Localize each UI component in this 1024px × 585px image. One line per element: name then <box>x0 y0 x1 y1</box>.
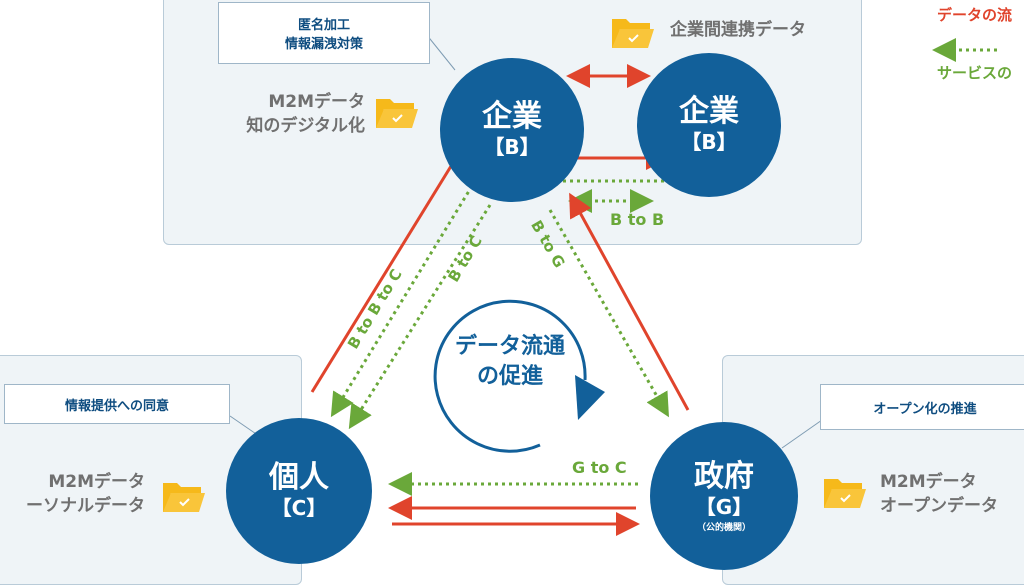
note-connector <box>781 419 823 449</box>
btobtoc-arrow <box>330 185 474 418</box>
individual-note: 情報提供への同意 <box>4 384 230 424</box>
folder-icon <box>612 19 654 48</box>
legend-data-flow: データの流 <box>937 6 1013 24</box>
company-note: 匿名加工情報漏洩対策 <box>218 2 430 64</box>
folder-icon <box>376 99 418 128</box>
legend-service-flow: サービスの <box>937 64 1013 82</box>
individual-data-label: M2Mデーターソナルデータ <box>26 472 145 516</box>
cycle-arrow <box>433 299 587 453</box>
center-label: データ流通の促進 <box>454 334 565 389</box>
company-node-1: 企業【B】 <box>440 58 584 202</box>
folder-icon <box>163 483 205 512</box>
folder-icon <box>824 479 866 508</box>
gtoc-label: G to C <box>572 458 627 477</box>
btoc-arrow <box>348 204 492 430</box>
government-node: 政府【G】（公的機関） <box>650 422 798 570</box>
company-node-2: 企業【B】 <box>637 53 781 197</box>
government-data-label: M2Mデータオープンデータ <box>880 472 998 516</box>
inter-company-label: 企業間連携データ <box>670 20 806 40</box>
government-note: オープン化の推進 <box>820 384 1024 430</box>
individual-node: 個人【C】 <box>226 418 372 564</box>
g-b-red-arrow <box>569 192 690 411</box>
btob-label: B to B <box>610 210 665 229</box>
company-data-label: M2Mデータ知のデジタル化 <box>246 92 365 136</box>
c-b-red-line <box>310 157 458 393</box>
